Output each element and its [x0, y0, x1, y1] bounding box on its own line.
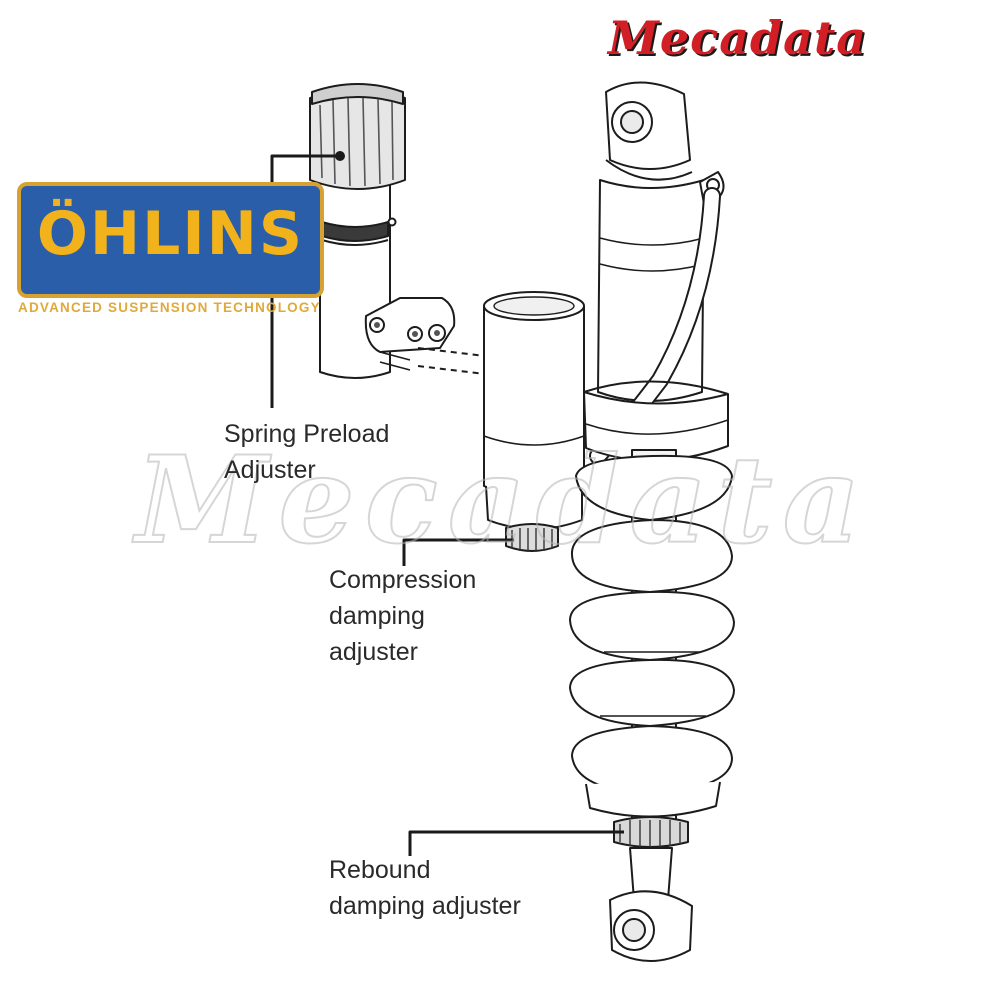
label-line: Adjuster	[224, 456, 316, 484]
label-line: Compression	[329, 566, 477, 594]
spring	[569, 449, 735, 837]
label-line: Spring Preload	[224, 420, 390, 448]
leader-lines	[270, 154, 624, 856]
ohlins-tagline: ADVANCED SUSPENSION TECHNOLOGY	[18, 300, 321, 315]
remote-preload-adjuster	[309, 83, 486, 379]
rebound-damping-adjuster-label: Rebound damping adjuster	[329, 852, 521, 924]
spring-preload-adjuster-label: Spring Preload Adjuster	[224, 416, 389, 488]
main-body	[583, 171, 729, 465]
label-line: adjuster	[329, 638, 418, 666]
compression-damping-adjuster-label: Compression damping adjuster	[329, 562, 476, 670]
upper-eye	[605, 81, 693, 181]
ohlins-logo: ÖHLINS	[17, 182, 324, 298]
mecadata-logo: Mecadata	[588, 6, 998, 66]
label-line: Rebound	[329, 856, 431, 884]
ohlins-wordmark: ÖHLINS	[36, 199, 305, 269]
mecadata-wordmark: Mecadata	[608, 11, 868, 65]
mecadata-watermark: Mecadata	[8, 435, 998, 567]
lower-eye	[609, 816, 693, 962]
reservoir	[483, 291, 585, 552]
watermark-wordmark: Mecadata	[135, 430, 871, 571]
label-line: damping adjuster	[329, 892, 521, 920]
label-line: damping	[329, 602, 425, 630]
